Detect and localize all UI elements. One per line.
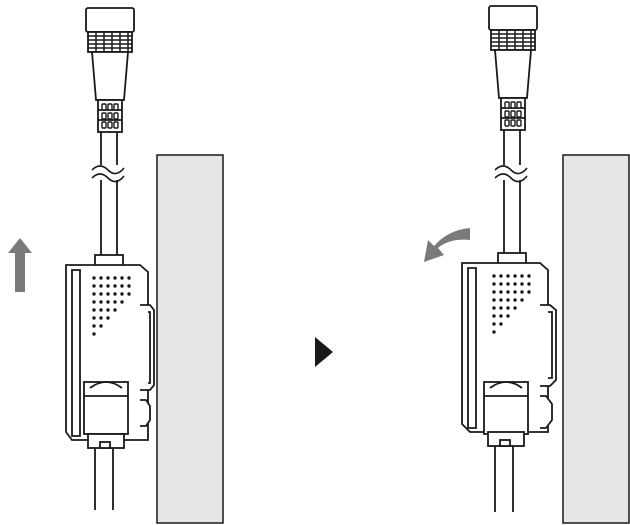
arrow-up-icon bbox=[8, 238, 32, 292]
connector-grip-stripes bbox=[491, 30, 535, 50]
play-triangle-icon bbox=[315, 337, 333, 367]
step-1-panel bbox=[8, 7, 224, 524]
cable-break-mark bbox=[494, 165, 528, 183]
mounting-wall bbox=[156, 154, 224, 524]
status-indicator-dots bbox=[492, 274, 531, 334]
sensor-amplifier bbox=[65, 254, 155, 449]
lower-cable bbox=[494, 446, 514, 512]
lower-cable bbox=[94, 448, 114, 510]
curved-arrow-left-icon bbox=[424, 228, 470, 262]
mounting-wall bbox=[562, 154, 630, 524]
connector-ribs bbox=[504, 101, 522, 127]
connector-grip-stripes bbox=[88, 32, 132, 52]
status-indicator-dots bbox=[92, 276, 131, 336]
sensor-amplifier bbox=[461, 252, 557, 447]
connector-ribs bbox=[101, 103, 119, 129]
step-2-panel bbox=[424, 5, 630, 524]
cable bbox=[503, 130, 521, 258]
cable bbox=[100, 132, 118, 258]
cable-break-mark bbox=[91, 165, 125, 183]
